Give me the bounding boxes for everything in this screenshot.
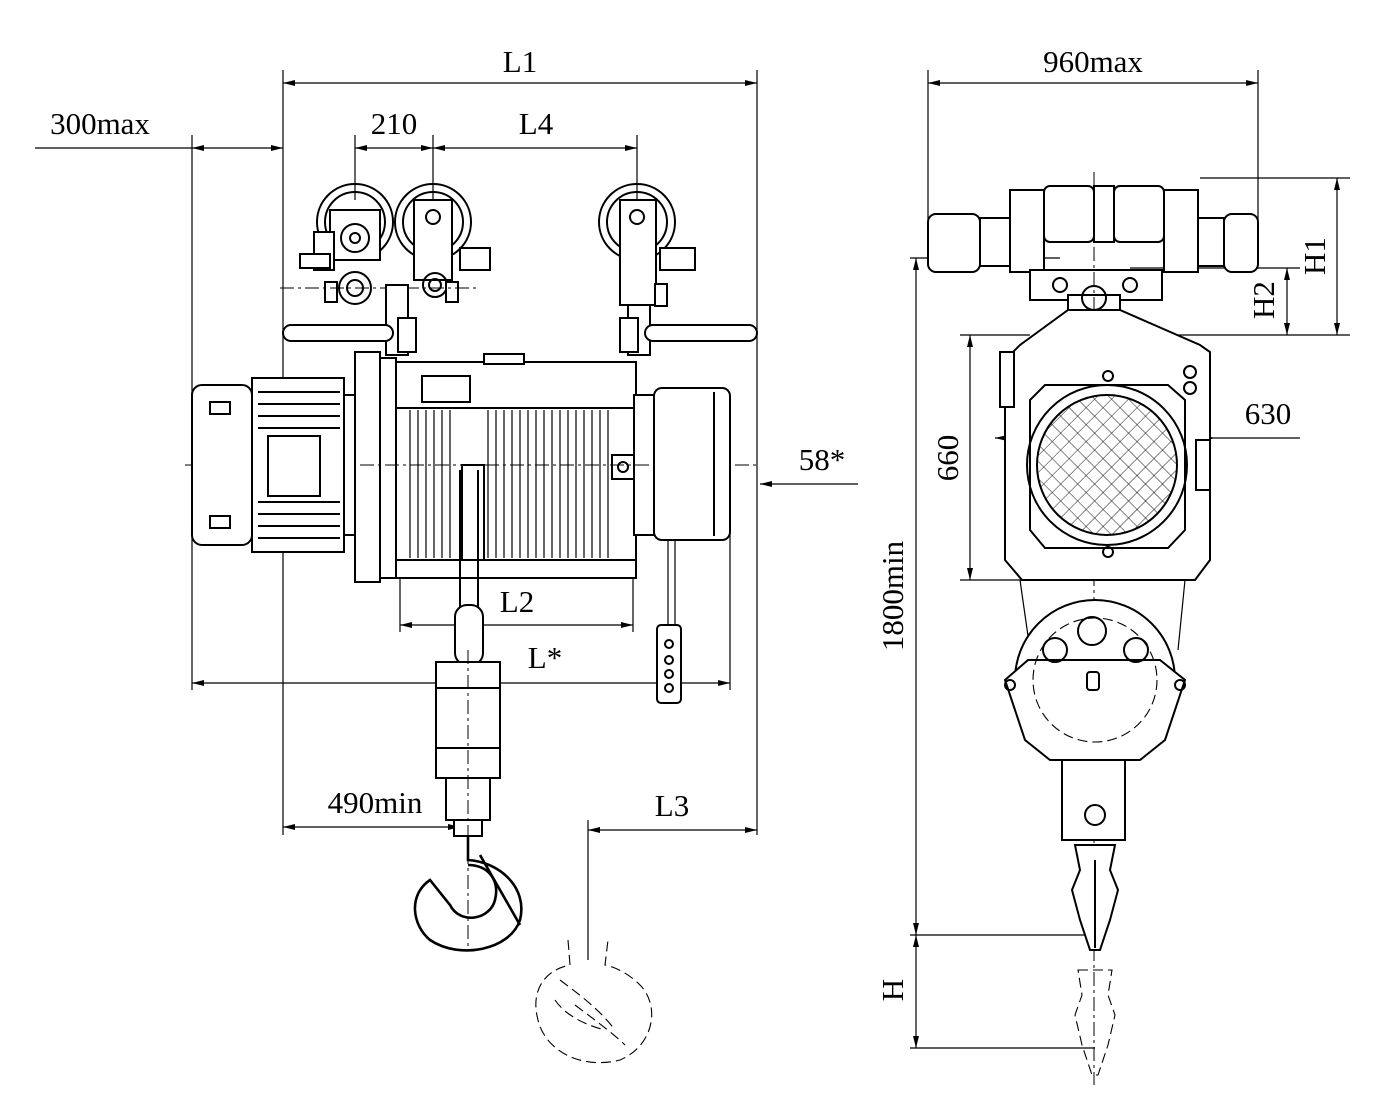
drum-grooves	[409, 410, 609, 558]
label-630: 630	[1245, 396, 1292, 431]
side-view	[910, 70, 1350, 1085]
hoist-motor	[191, 377, 356, 553]
label-58: 58*	[799, 442, 846, 477]
side-bottom-block	[1003, 579, 1187, 1076]
label-h1: H1	[1297, 237, 1332, 275]
label-l3: L3	[655, 788, 689, 823]
label-300max: 300max	[50, 106, 150, 141]
label-1800min: 1800min	[875, 540, 910, 651]
label-960max: 960max	[1043, 44, 1143, 79]
lowered-hook-outline	[535, 939, 653, 1064]
front-view	[35, 70, 858, 1064]
hook-block	[413, 470, 636, 952]
label-lstar: L*	[528, 640, 562, 675]
label-l1: L1	[503, 44, 537, 79]
side-body	[999, 309, 1211, 581]
dimension-labels: L1 300max 210 L4 58* L2 L* 490min L3 960…	[50, 44, 1332, 1001]
trolley-wheels	[280, 183, 696, 307]
label-h2: H2	[1246, 281, 1281, 319]
hangers	[282, 284, 758, 356]
hoist-frame	[185, 351, 760, 583]
label-210: 210	[371, 106, 418, 141]
label-660: 660	[930, 435, 965, 482]
label-l4: L4	[519, 106, 554, 141]
label-l2: L2	[500, 584, 534, 619]
side-dimension-lines	[913, 80, 1340, 1048]
label-490min: 490min	[328, 785, 423, 820]
label-h: H	[875, 979, 910, 1001]
control-box	[653, 387, 731, 704]
